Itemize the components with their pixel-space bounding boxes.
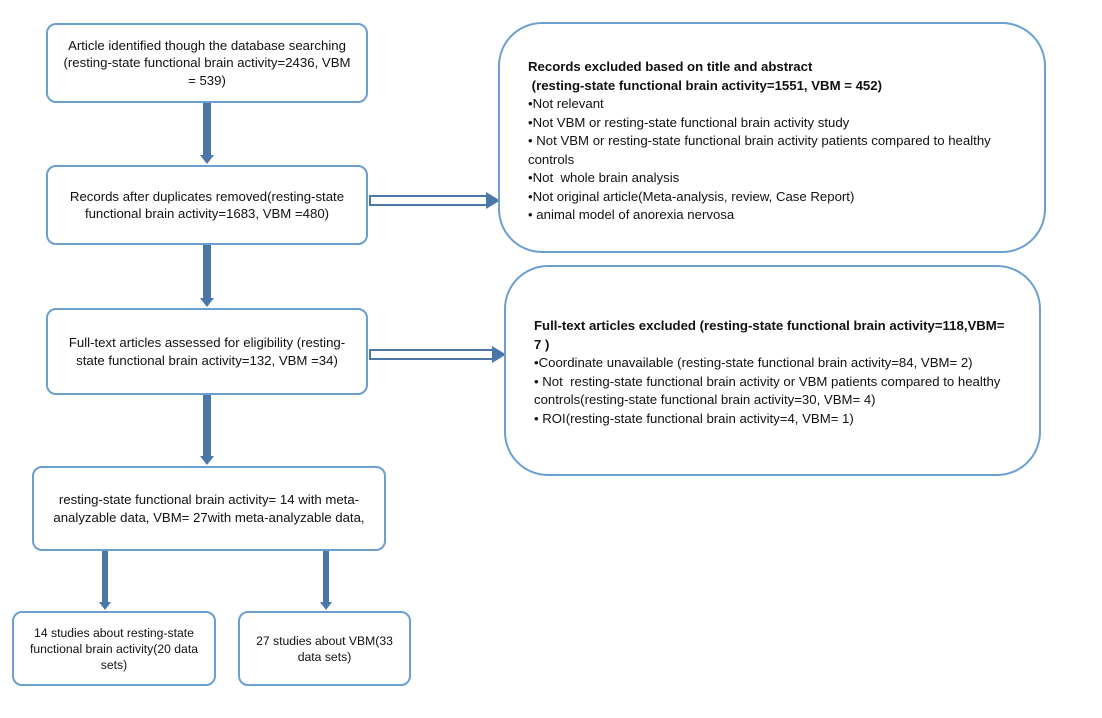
excluded-title-abstract-counts: (resting-state functional brain activity… bbox=[528, 77, 882, 93]
exclusion-reason: • animal model of anorexia nervosa bbox=[528, 207, 735, 222]
rsfa-studies-text: 14 studies about resting-state functiona… bbox=[29, 625, 198, 672]
meta-analyzable-text: resting-state functional brain activity=… bbox=[53, 492, 365, 525]
meta-analyzable-box: resting-state functional brain activity=… bbox=[32, 466, 386, 551]
excluded-fulltext-heading: Full-text articles excluded (resting-sta… bbox=[534, 318, 1005, 352]
excluded-fulltext-box: Full-text articles excluded (resting-sta… bbox=[504, 265, 1041, 476]
exclusion-reason: •Not original article(Meta-analysis, rev… bbox=[528, 188, 855, 204]
exclusion-reason: •Not relevant bbox=[528, 96, 604, 111]
identified-records-text: Article identified though the database s… bbox=[63, 37, 351, 88]
fulltext-exclusion-reason: •Coordinate unavailable (resting-state f… bbox=[534, 355, 973, 370]
excluded-title-abstract-heading: Records excluded based on title and abst… bbox=[528, 59, 813, 74]
arrow-right-fulltext-to-excluded bbox=[369, 346, 506, 363]
fulltext-exclusion-reason: • Not resting-state functional brain act… bbox=[534, 373, 1005, 408]
arrow-down-duplicates-to-fulltext bbox=[200, 245, 214, 307]
exclusion-reason: •Not whole brain analysis bbox=[528, 170, 680, 185]
excluded-title-abstract-box: Records excluded based on title and abst… bbox=[498, 22, 1046, 253]
identified-records-box: Article identified though the database s… bbox=[46, 23, 368, 103]
arrow-down-meta-to-rsfa bbox=[99, 551, 111, 610]
duplicates-removed-box: Records after duplicates removed(resting… bbox=[46, 165, 368, 245]
duplicates-removed-text: Records after duplicates removed(resting… bbox=[69, 188, 345, 222]
exclusion-reason: •Not VBM or resting-state functional bra… bbox=[528, 114, 850, 130]
arrow-down-identified-to-duplicates bbox=[200, 103, 214, 164]
exclusion-reason: • Not VBM or resting-state functional br… bbox=[528, 133, 995, 167]
fulltext-assessed-box: Full-text articles assessed for eligibil… bbox=[46, 308, 368, 395]
fulltext-assessed-text: Full-text articles assessed for eligibil… bbox=[68, 335, 346, 368]
arrow-down-fulltext-to-meta bbox=[200, 395, 214, 465]
rsfa-studies-box: 14 studies about resting-state functiona… bbox=[12, 611, 216, 686]
vbm-studies-box: 27 studies about VBM(33 data sets) bbox=[238, 611, 411, 686]
arrow-down-meta-to-vbm bbox=[320, 551, 332, 610]
fulltext-exclusion-reason: • ROI(resting-state functional brain act… bbox=[534, 410, 854, 426]
vbm-studies-text: 27 studies about VBM(33 data sets) bbox=[256, 633, 393, 664]
arrow-right-duplicates-to-excluded bbox=[369, 192, 500, 209]
